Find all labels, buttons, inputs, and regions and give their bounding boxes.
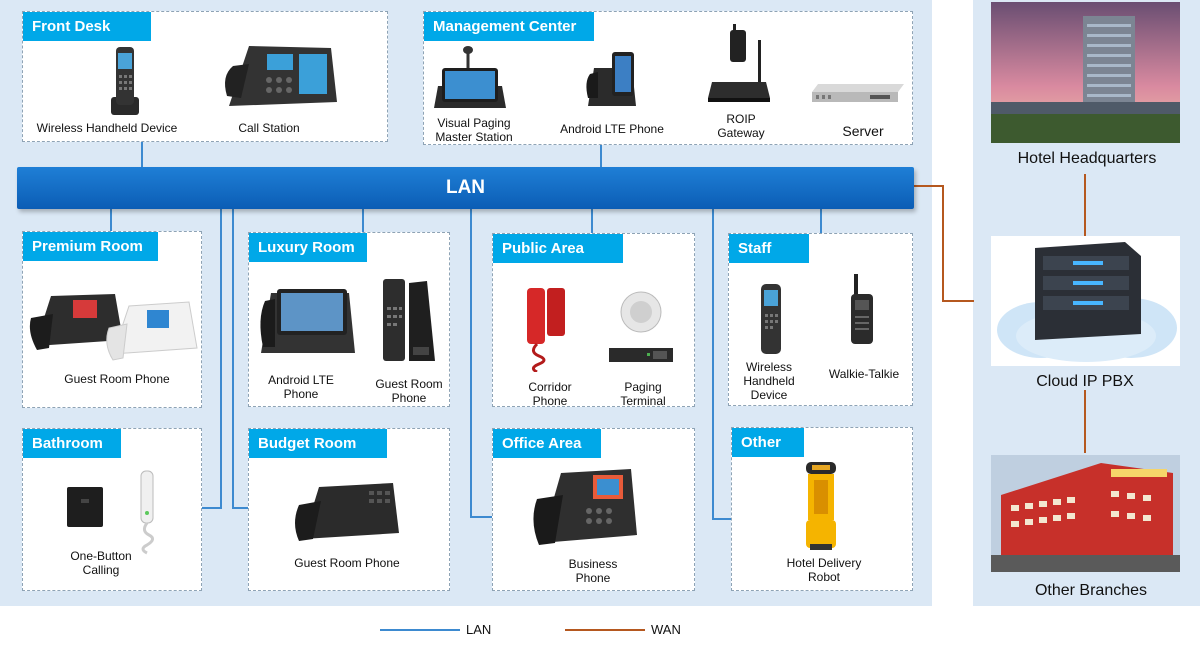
zone-title: Luxury Room xyxy=(249,233,367,262)
legend-wan-label: WAN xyxy=(651,622,681,637)
device-label: Visual Paging Master Station xyxy=(435,116,513,144)
wire-office-h xyxy=(470,516,493,518)
wire-bathroom-v xyxy=(220,208,222,509)
device-label: Android LTE Phone xyxy=(560,122,664,136)
corridor-phone-image xyxy=(523,286,569,372)
zone-title: Staff xyxy=(729,234,809,263)
other-branches-label: Other Branches xyxy=(1034,582,1148,599)
zone-title: Budget Room xyxy=(249,429,387,458)
wan-hq-to-pbx xyxy=(1084,174,1086,236)
roip-gateway-image xyxy=(706,22,776,106)
wire-budget-v xyxy=(232,208,234,509)
wire-luxury xyxy=(362,208,364,233)
zone-luxury-room: Luxury Room Android LTE Phone Guest Room… xyxy=(248,232,450,407)
wire-other-v xyxy=(712,208,714,520)
wan-pbx-to-branches xyxy=(1084,390,1086,453)
device-label: Call Station xyxy=(238,121,300,135)
one-button-calling-image xyxy=(63,469,163,555)
device-label: One-Button Calling xyxy=(70,549,132,577)
zone-title: Front Desk xyxy=(23,12,151,41)
zone-public-area: Public Area Corridor Phone Paging Termin… xyxy=(492,233,695,408)
server-image xyxy=(810,82,906,104)
other-branches-image xyxy=(991,455,1180,572)
device-label: Paging Terminal xyxy=(620,380,666,408)
wan-lan-to-pbx-h2 xyxy=(942,300,974,302)
wire-other-h xyxy=(712,518,731,520)
guest-room-phone-image xyxy=(289,475,401,547)
paging-terminal-image xyxy=(605,290,677,368)
zone-title: Premium Room xyxy=(23,232,158,261)
hotel-delivery-robot-image xyxy=(800,460,842,552)
wan-lan-to-pbx-h1 xyxy=(914,185,944,187)
wire-office-v xyxy=(470,208,472,518)
zone-office-area: Office Area Business Phone xyxy=(492,428,695,591)
zone-front-desk: Front Desk Wireless Handheld Device Call… xyxy=(22,11,388,142)
device-label: Android LTE Phone xyxy=(268,373,334,401)
legend-lan-label: LAN xyxy=(466,622,492,637)
zone-management-center: Management Center Visual Paging Master S… xyxy=(423,11,913,145)
legend-wan-line xyxy=(565,629,645,631)
device-label: Guest Room Phone xyxy=(375,377,443,405)
zone-budget-room: Budget Room Guest Room Phone xyxy=(248,428,450,591)
wire-premium xyxy=(110,208,112,232)
wire-public xyxy=(591,208,593,233)
cloud-ip-pbx-label: Cloud IP PBX xyxy=(1036,373,1134,390)
wire-front-desk xyxy=(141,141,143,168)
android-lte-phone-image xyxy=(257,283,357,363)
android-lte-phone-image xyxy=(584,50,640,114)
device-label: Wireless Handheld Device xyxy=(743,360,795,402)
zone-bathroom: Bathroom One-Button Calling xyxy=(22,428,202,591)
wire-management xyxy=(600,145,602,168)
wire-staff xyxy=(820,208,822,233)
device-label: Guest Room Phone xyxy=(64,372,170,386)
wire-bathroom-h xyxy=(200,507,222,509)
device-label: Server xyxy=(842,123,884,139)
device-label: Guest Room Phone xyxy=(294,556,400,570)
wireless-handheld-device-image xyxy=(753,282,789,356)
device-label: Hotel Delivery Robot xyxy=(786,556,862,584)
cloud-ip-pbx-image xyxy=(991,236,1180,366)
visual-paging-master-station-image xyxy=(432,46,508,112)
walkie-talkie-image xyxy=(847,272,877,346)
hotel-headquarters-image xyxy=(991,2,1180,143)
lan-backbone-bar: LAN xyxy=(17,167,914,209)
zone-title: Management Center xyxy=(424,12,594,41)
zone-title: Office Area xyxy=(493,429,601,458)
device-label: Business Phone xyxy=(568,557,618,585)
device-label: Wireless Handheld Device xyxy=(36,121,178,135)
zone-title: Public Area xyxy=(493,234,623,263)
call-station-image xyxy=(219,36,339,116)
guest-room-phone-image xyxy=(379,277,439,367)
business-phone-image xyxy=(529,465,641,551)
zone-premium-room: Premium Room Guest Room Phone xyxy=(22,231,202,408)
wire-budget-h xyxy=(232,507,249,509)
zone-title: Bathroom xyxy=(23,429,121,458)
zone-staff: Staff Wireless Handheld Device Walkie-Ta… xyxy=(728,233,913,406)
device-label: ROIP Gateway xyxy=(717,112,765,140)
zone-other: Other Hotel Delivery Robot xyxy=(731,427,913,591)
zone-title: Other xyxy=(732,428,804,457)
hotel-headquarters-label: Hotel Headquarters xyxy=(1017,150,1157,167)
device-label: Corridor Phone xyxy=(528,380,572,408)
wireless-handheld-device-image xyxy=(107,45,143,117)
legend-lan-line xyxy=(380,629,460,631)
guest-room-phone-image xyxy=(29,288,199,364)
wan-lan-to-pbx-v xyxy=(942,185,944,302)
device-label: Walkie-Talkie xyxy=(828,367,900,381)
